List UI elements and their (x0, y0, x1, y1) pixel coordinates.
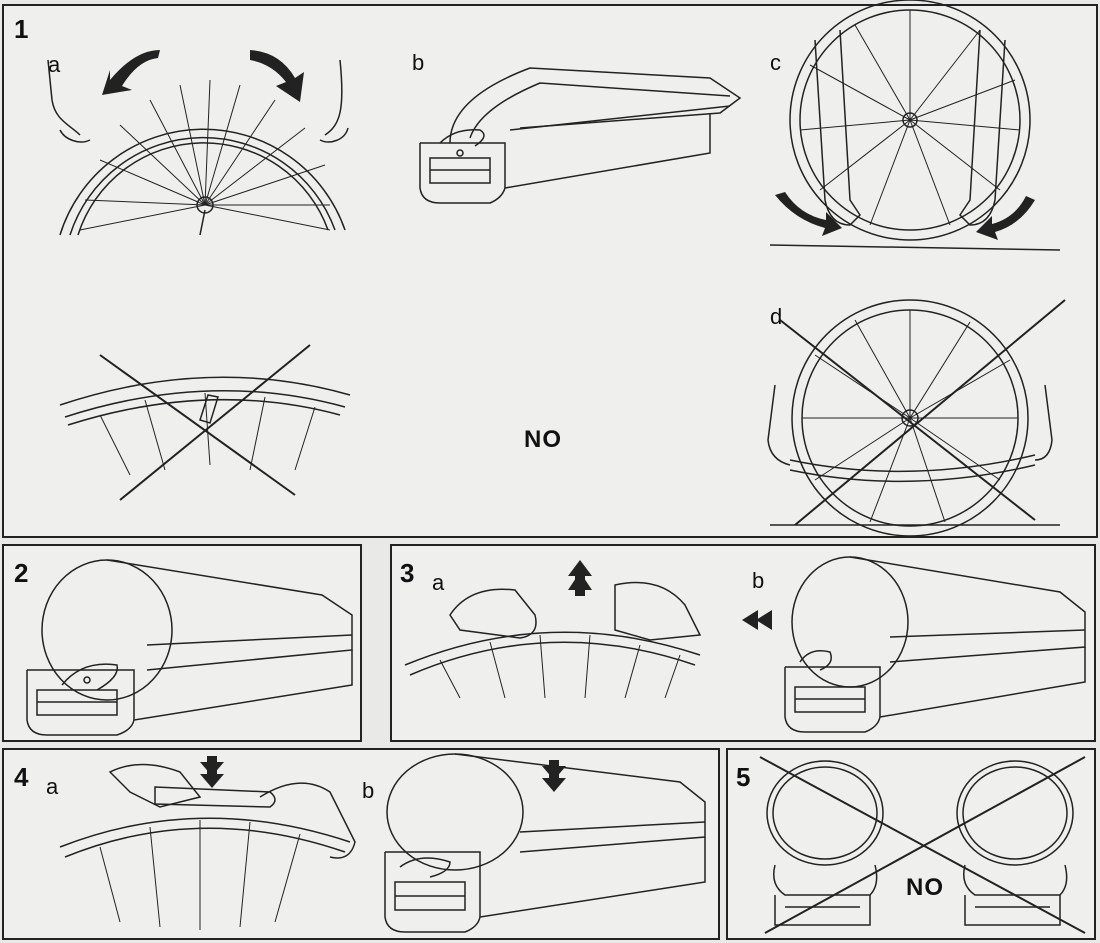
hands-press-illustration (60, 756, 360, 937)
down-arrow-icon (200, 756, 224, 788)
step-label-a: a (432, 570, 445, 595)
step-label-a: a (48, 52, 61, 77)
tyre-bead-illustration (22, 555, 362, 740)
wheel-crossed-illustration (760, 300, 1080, 530)
panel-number: 4 (14, 762, 29, 792)
step-label-b: b (412, 50, 425, 75)
no-label: NO (906, 874, 944, 901)
hands-lift-illustration (400, 560, 720, 700)
tyre-profiles-illustration (760, 755, 1090, 935)
tyre-bead-illustration (780, 552, 1090, 737)
left-arrow-icon (742, 610, 772, 630)
cross-out-icon (780, 300, 1065, 525)
panel-number: 2 (14, 558, 29, 588)
curved-arrow-icon (102, 50, 304, 102)
panel-4: 4 a b (2, 748, 720, 940)
step-label-b: b (752, 568, 765, 593)
tyre-bead-illustration (410, 58, 750, 208)
wheel-floor-illustration (770, 20, 1070, 260)
rim-valve-illustration (60, 345, 360, 505)
cross-out-icon (760, 757, 1085, 933)
panel-number: 1 (14, 14, 29, 44)
tyre-bead-illustration (380, 752, 710, 937)
step-label-d: d (770, 304, 783, 329)
step-label-a: a (46, 774, 59, 799)
panel-3: 3 a b (390, 544, 1096, 742)
step-label-b: b (362, 778, 375, 803)
panel-number: 3 (400, 558, 415, 588)
panel-number: 5 (736, 762, 751, 792)
panel-1: 1 a b c d NO (2, 4, 1098, 538)
wheel-hands-illustration (40, 50, 360, 240)
up-arrow-icon (568, 560, 592, 596)
step-label-c: c (770, 50, 781, 75)
curved-arrow-icon (775, 192, 1035, 240)
no-label: NO (524, 426, 562, 453)
down-arrow-icon (542, 760, 566, 792)
cross-out-icon (100, 345, 310, 500)
